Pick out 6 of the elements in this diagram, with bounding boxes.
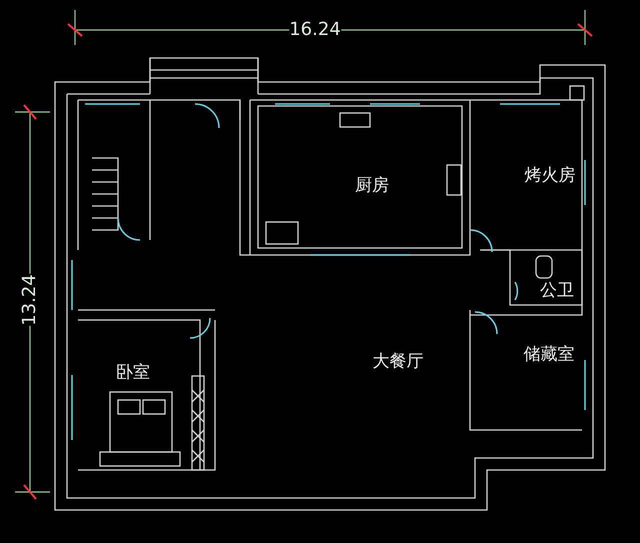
room-label: 储藏室 (524, 346, 574, 364)
room-label: 烤火房 (524, 168, 576, 184)
room-label: 卧室 (116, 364, 150, 382)
room-label: 公卫 (540, 282, 574, 300)
room-label: 厨房 (355, 178, 389, 194)
room-label: 大餐厅 (372, 354, 424, 370)
